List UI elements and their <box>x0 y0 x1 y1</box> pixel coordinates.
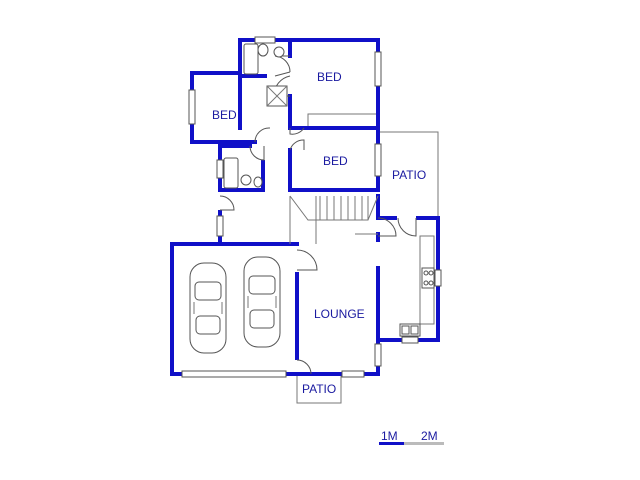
room-label-bed-middle: BED <box>323 154 348 168</box>
window-kitchen-bottom <box>401 336 419 344</box>
room-label-lounge: LOUNGE <box>314 307 365 321</box>
windows <box>181 36 442 378</box>
door-bath-2 <box>249 145 265 161</box>
window-kitchen <box>434 269 442 287</box>
window-top-bed <box>374 51 382 87</box>
staircase <box>289 195 379 244</box>
sink-icon <box>399 323 421 337</box>
room-label-patio-bottom: PATIO <box>302 382 336 396</box>
bathtub-top <box>243 43 259 75</box>
door-bed-hall <box>289 127 305 135</box>
walls <box>170 38 440 376</box>
window-lounge <box>374 343 382 367</box>
window-lounge-bottom <box>341 370 365 378</box>
door-garage <box>296 249 318 271</box>
window-left-bed <box>188 89 196 125</box>
scale-label-1m: 1M <box>381 429 398 443</box>
doors <box>219 55 417 375</box>
window-hall <box>216 215 224 237</box>
room-label-bed-top: BED <box>317 70 342 84</box>
top-bathroom-fixtures <box>243 43 288 107</box>
door-lounge-patio <box>296 359 312 375</box>
kitchen-fixtures <box>399 235 435 337</box>
window-bath-top <box>254 36 276 44</box>
scale-label-2m: 2M <box>421 429 438 443</box>
door-middle-bed <box>289 139 305 151</box>
door-kitchen <box>377 217 397 237</box>
door-patio <box>397 217 417 237</box>
garage-door <box>181 370 287 378</box>
car-left-icon <box>189 262 227 354</box>
bathtub-2 <box>223 157 239 189</box>
room-label-bed-left: BED <box>212 108 237 122</box>
patio-right-outline <box>378 131 439 218</box>
window-middle-bed <box>374 143 382 177</box>
room-label-patio-right: PATIO <box>392 168 426 182</box>
car-right-icon <box>243 256 281 348</box>
scale-bar: 1M 2M <box>379 429 444 445</box>
stove-icon <box>421 267 435 289</box>
upper-landing-outline <box>307 113 378 128</box>
toilet-2 <box>240 174 252 186</box>
toilet-top <box>273 46 285 58</box>
basin-2 <box>253 176 263 188</box>
window-bath <box>216 159 224 179</box>
basin-top <box>257 43 269 57</box>
door-hall <box>219 195 235 211</box>
door-left-bed <box>254 127 271 143</box>
door-top-bath <box>274 55 291 73</box>
scale-segment-1 <box>379 442 404 445</box>
scale-segment-2 <box>404 442 444 445</box>
bathroom-2-fixtures <box>223 157 263 189</box>
